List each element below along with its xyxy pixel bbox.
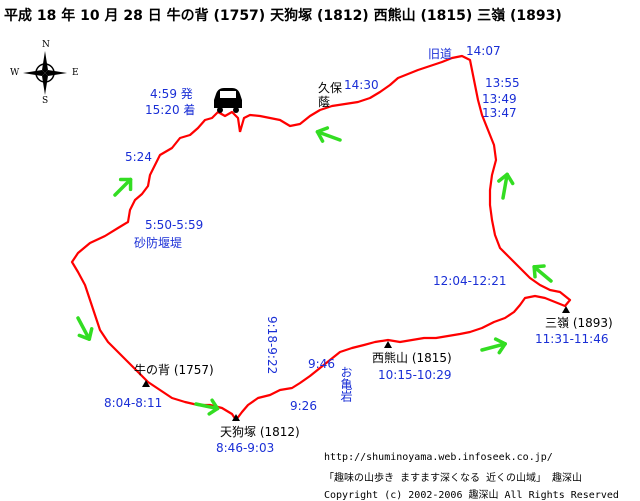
direction-arrow-icon bbox=[76, 126, 553, 416]
summit-marker-icon bbox=[232, 414, 240, 421]
summit-marker-icon bbox=[384, 341, 392, 348]
label-1430: 14:30 bbox=[344, 78, 379, 92]
footer-url: http://shuminoyama.web.infoseek.co.jp/ bbox=[324, 452, 553, 463]
compass-south-label: S bbox=[42, 96, 49, 106]
label-kyudo: 旧道 bbox=[428, 47, 453, 61]
label-ushi-time: 8:04-8:11 bbox=[104, 396, 163, 410]
direction-arrow-icon bbox=[113, 177, 133, 197]
label-1204: 12:04-12:21 bbox=[433, 274, 507, 288]
summit-marker-icon bbox=[142, 380, 150, 387]
label-start-time: 4:59 発 bbox=[150, 87, 193, 101]
compass-icon bbox=[23, 51, 67, 95]
label-946: 9:46 bbox=[308, 357, 335, 371]
direction-arrow-icon bbox=[315, 126, 342, 143]
direction-arrow-icon bbox=[76, 316, 94, 341]
label-sanrei-name: 三嶺 (1893) bbox=[545, 316, 613, 330]
label-1355: 13:55 bbox=[485, 76, 520, 90]
footer-site: 「趣味の山歩き ますます深くなる 近くの山域」 趣深山 bbox=[324, 473, 583, 484]
label-1407: 14:07 bbox=[466, 44, 501, 58]
label-1347: 13:47 bbox=[482, 106, 517, 120]
direction-arrow-icon bbox=[194, 398, 220, 416]
car-icon bbox=[214, 88, 242, 113]
label-524: 5:24 bbox=[125, 150, 152, 164]
label-kubo2: 蔭 bbox=[318, 95, 331, 109]
compass-west-label: W bbox=[10, 68, 20, 78]
hiking-route bbox=[70, 54, 572, 422]
label-okame: お亀岩 bbox=[339, 366, 353, 402]
label-918: 9:18-9:22 bbox=[265, 316, 279, 375]
compass-north-label: N bbox=[42, 40, 50, 50]
page-title: 平成 18 年 10 月 28 日 牛の背 (1757) 天狗塚 (1812) … bbox=[4, 8, 562, 24]
label-finish-time: 15:20 着 bbox=[145, 103, 196, 117]
label-tengu-name: 天狗塚 (1812) bbox=[220, 425, 300, 439]
label-926: 9:26 bbox=[290, 399, 317, 413]
label-dam-time: 5:50-5:59 bbox=[145, 218, 204, 232]
label-dam-name: 砂防堰堤 bbox=[134, 236, 183, 250]
label-1349: 13:49 bbox=[482, 92, 517, 106]
compass-east-label: E bbox=[72, 68, 79, 78]
summit-marker-icon bbox=[562, 306, 570, 313]
label-nishikuma-time: 10:15-10:29 bbox=[378, 368, 452, 382]
direction-arrow-icon bbox=[532, 264, 553, 283]
label-tengu-time: 8:46-9:03 bbox=[216, 441, 275, 455]
footer-copyright: Copyright (c) 2002-2006 趣深山 All Rights R… bbox=[324, 490, 619, 501]
label-nishikuma-name: 西熊山 (1815) bbox=[372, 351, 452, 365]
label-kubo: 久保 bbox=[318, 81, 343, 95]
direction-arrow-icon bbox=[480, 337, 507, 355]
label-sanrei-time: 11:31-11:46 bbox=[535, 332, 609, 346]
label-ushi-name: 牛の背 (1757) bbox=[134, 363, 214, 377]
direction-arrow-icon bbox=[497, 172, 515, 200]
